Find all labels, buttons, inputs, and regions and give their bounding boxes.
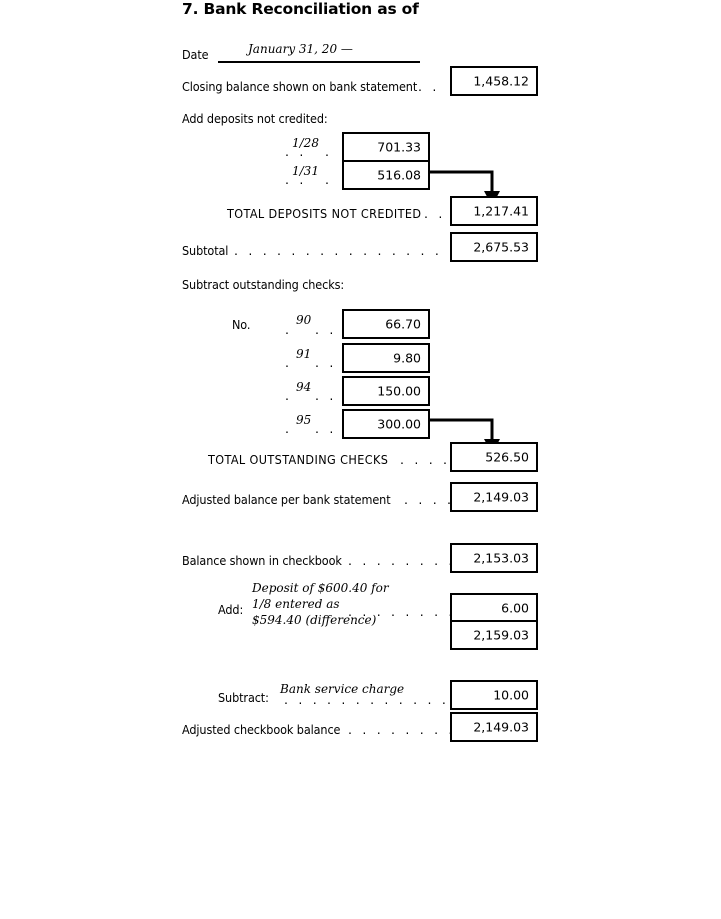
check-row-3-number[interactable]: 94	[296, 380, 312, 394]
check-row-4-dots-left: .	[285, 421, 293, 436]
add-amount-box[interactable]: 6.00	[450, 593, 538, 623]
closing-balance-box[interactable]: 1,458.12	[450, 66, 538, 96]
check-row-3-dots-left: .	[285, 388, 293, 403]
deposit-row-2-amount: 516.08	[377, 167, 421, 183]
subtract-label: Subtract:	[218, 690, 269, 705]
check-row-2-dots-right: . . .	[315, 355, 351, 370]
deposit-row-1-date[interactable]: 1/28	[292, 136, 319, 150]
deposit-row-1-box[interactable]: 701.33	[342, 132, 430, 162]
subtotal-box[interactable]: 2,675.53	[450, 232, 538, 262]
page-title: 7. Bank Reconciliation as of	[182, 0, 419, 18]
deposits-heading: Add deposits not credited:	[182, 111, 328, 126]
check-row-1-box[interactable]: 66.70	[342, 309, 430, 339]
check-row-4-box[interactable]: 300.00	[342, 409, 430, 439]
add-note-line-1[interactable]: Deposit of $600.40 for	[252, 581, 389, 595]
subtract-note[interactable]: Bank service charge	[280, 682, 405, 696]
adjusted-bank-box[interactable]: 2,149.03	[450, 482, 538, 512]
check-row-2-number[interactable]: 91	[296, 347, 312, 361]
closing-balance-value: 1,458.12	[473, 73, 529, 89]
check-row-3-box[interactable]: 150.00	[342, 376, 430, 406]
adjusted-checkbook-value: 2,149.03	[473, 719, 529, 735]
check-row-1-dots-right: . . .	[315, 322, 351, 337]
deposit-row-1-dots-left: . .	[285, 144, 307, 159]
total-checks-box[interactable]: 526.50	[450, 442, 538, 472]
subtotal-value: 2,675.53	[473, 239, 529, 255]
add-note-line-2[interactable]: 1/8 entered as	[252, 597, 340, 611]
adjusted-checkbook-leader-dots: . . . . . . . . .	[348, 722, 470, 737]
checkbook-balance-box[interactable]: 2,153.03	[450, 543, 538, 573]
subtotal-leader-dots: . . . . . . . . . . . . . . . . .	[234, 243, 471, 258]
adjusted-checkbook-box[interactable]: 2,149.03	[450, 712, 538, 742]
checks-heading: Subtract outstanding checks:	[182, 277, 345, 292]
check-row-3-amount: 150.00	[377, 383, 421, 399]
total-deposits-value: 1,217.41	[473, 203, 529, 219]
total-deposits-label: TOTAL DEPOSITS NOT CREDITED	[227, 206, 422, 221]
date-label: Date	[182, 47, 209, 62]
add-result-value: 2,159.03	[473, 627, 529, 643]
check-row-3-dots-right: . . .	[315, 388, 351, 403]
total-checks-leader-dots: . . . . .	[400, 452, 465, 467]
add-amount-value: 6.00	[501, 600, 529, 616]
add-result-box[interactable]: 2,159.03	[450, 620, 538, 650]
checkbook-balance-label: Balance shown in checkbook	[182, 553, 342, 568]
deposit-row-2-date[interactable]: 1/31	[292, 164, 319, 178]
check-row-1-number[interactable]: 90	[296, 313, 312, 327]
check-row-2-amount: 9.80	[393, 350, 421, 366]
subtotal-label: Subtotal	[182, 243, 229, 258]
total-checks-value: 526.50	[485, 449, 529, 465]
deposit-row-1-dots-right: .	[325, 144, 333, 159]
add-label: Add:	[218, 602, 244, 617]
date-value[interactable]: January 31, 20 —	[248, 42, 353, 56]
deposit-row-2-box[interactable]: 516.08	[342, 160, 430, 190]
deposit-row-2-dots-right: .	[325, 172, 333, 187]
check-row-2-box[interactable]: 9.80	[342, 343, 430, 373]
add-note-line-3[interactable]: $594.40 (difference)	[252, 613, 377, 627]
subtract-amount-box[interactable]: 10.00	[450, 680, 538, 710]
checkbook-balance-value: 2,153.03	[473, 550, 529, 566]
check-row-4-number[interactable]: 95	[296, 413, 312, 427]
total-checks-label: TOTAL OUTSTANDING CHECKS	[208, 452, 389, 467]
total-deposits-leader-dots: . .	[424, 206, 446, 221]
check-row-4-amount: 300.00	[377, 416, 421, 432]
add-leader-dots: . . . . . . . . . .	[348, 604, 485, 619]
closing-balance-label: Closing balance shown on bank statement	[182, 79, 418, 94]
check-row-1-amount: 66.70	[385, 316, 421, 332]
adjusted-bank-label: Adjusted balance per bank statement	[182, 492, 391, 507]
closing-balance-leader-dots: . .	[418, 79, 440, 94]
adjusted-bank-leader-dots: . . . .	[404, 492, 455, 507]
adjusted-checkbook-label: Adjusted checkbook balance	[182, 722, 341, 737]
total-deposits-box[interactable]: 1,217.41	[450, 196, 538, 226]
adjusted-bank-value: 2,149.03	[473, 489, 529, 505]
subtract-amount-value: 10.00	[493, 687, 529, 703]
deposit-row-1-amount: 701.33	[377, 139, 421, 155]
checks-number-label: No.	[232, 317, 251, 332]
check-row-4-dots-right: . . .	[315, 421, 351, 436]
check-row-1-dots-left: .	[285, 322, 293, 337]
date-underline	[218, 61, 420, 63]
checkbook-balance-leader-dots: . . . . . . . . .	[348, 553, 470, 568]
check-row-2-dots-left: .	[285, 355, 293, 370]
deposit-row-2-dots-left: . .	[285, 172, 307, 187]
